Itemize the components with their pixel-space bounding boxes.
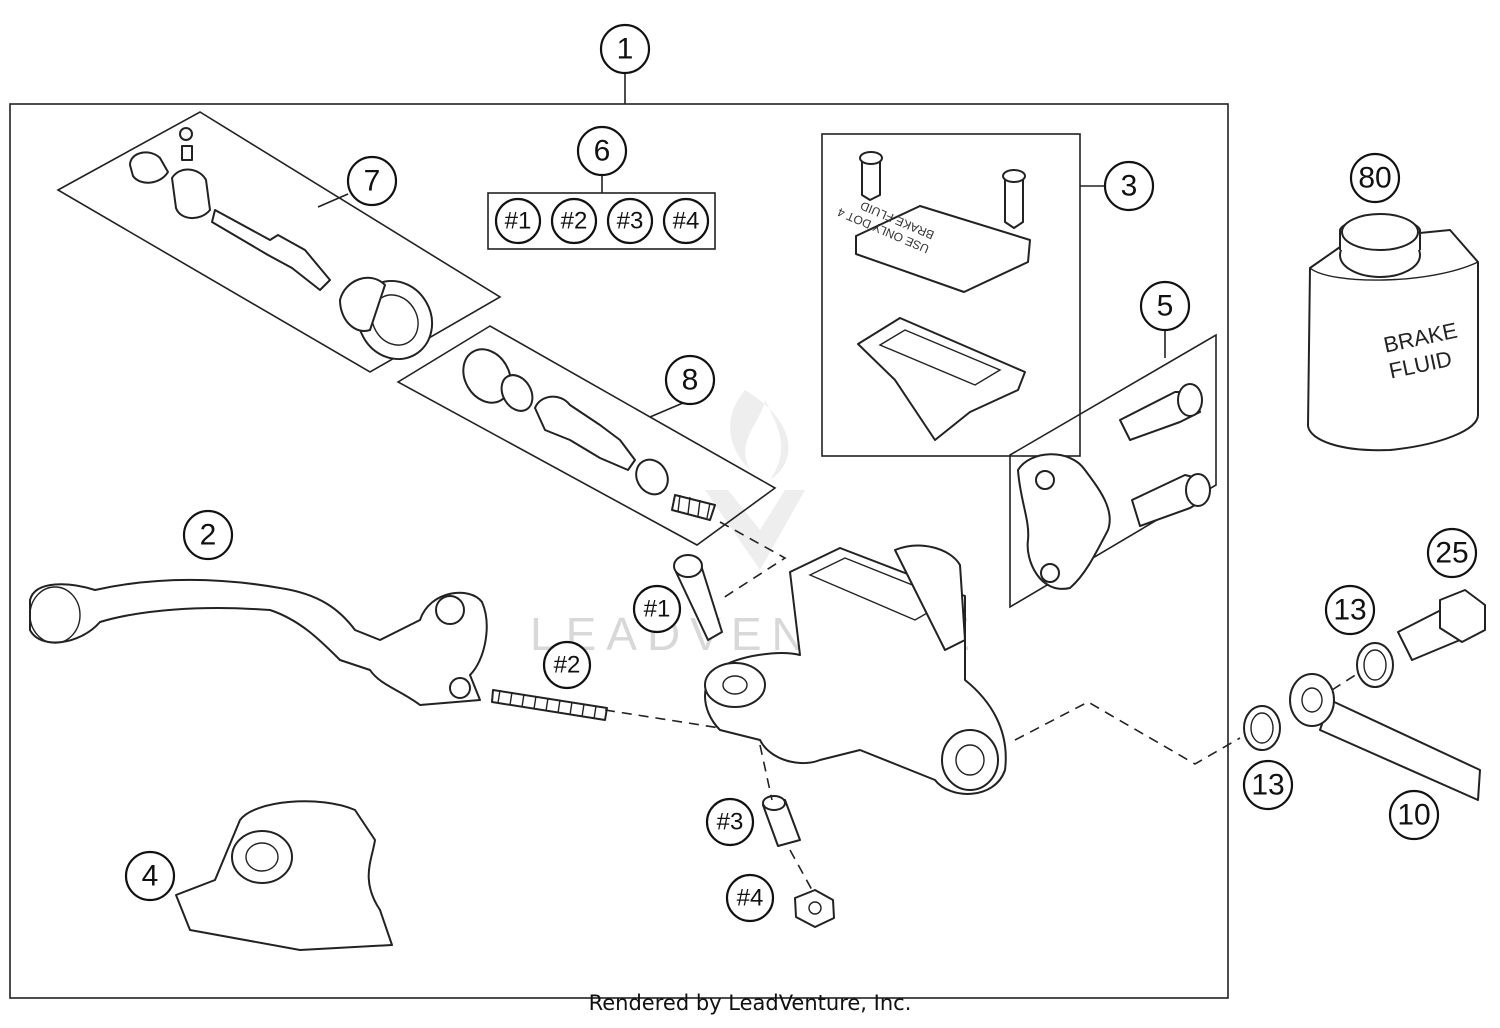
callout-7-leader (317, 193, 349, 208)
callout-80: 80 (1349, 152, 1401, 204)
callout-10: 10 (1388, 789, 1440, 841)
kit-item-2 (550, 197, 598, 245)
callout-6: 6 (576, 125, 628, 177)
sub-callout-2-label: #2 (554, 652, 581, 679)
callout-3: 3 (1103, 160, 1155, 212)
assembly-line-nut (789, 849, 813, 891)
washer-lower (1243, 705, 1281, 751)
clamp-set (1017, 383, 1211, 590)
kit-item-4 (662, 197, 710, 245)
callout-5-label: 5 (1157, 290, 1174, 323)
banjo-bolt (1397, 589, 1486, 661)
sub-callout-4: #4 (725, 873, 775, 923)
reservoir-cover-set: USE ONLY DOT 4 BRAKE FLUID (835, 151, 1031, 441)
group-8-frame (396, 325, 777, 546)
assembly-line-piston (719, 521, 787, 601)
washer-lower-inner (1250, 712, 1274, 744)
callout-80-label: 80 (1358, 162, 1391, 195)
callout-25: 25 (1426, 527, 1478, 579)
sub-callout-1-label: #1 (644, 596, 671, 623)
kit-item-2-label: #2 (561, 208, 588, 235)
sleeve (762, 795, 801, 847)
kit-6-items: #1 #2 #3 #4 (494, 197, 710, 245)
watermark-logo-icon (705, 390, 805, 570)
spring (491, 689, 608, 721)
callout-8: 8 (664, 354, 716, 406)
callout-1-label: 1 (617, 33, 634, 66)
callout-10-label: 10 (1397, 799, 1430, 832)
brake-hose (1289, 673, 1481, 801)
assembly-line-hose (1014, 701, 1241, 765)
callout-7-label: 7 (364, 165, 381, 198)
pivot-bolt (673, 554, 723, 641)
kit-item-3 (606, 197, 654, 245)
callout-25-label: 25 (1435, 537, 1468, 570)
brake-fluid-can: BRAKE FLUID (1307, 213, 1479, 452)
group-7-frame (56, 111, 502, 373)
sub-callout-1: #1 (632, 584, 682, 634)
sub-callout-3-label: #3 (717, 809, 744, 836)
kit-item-3-label: #3 (617, 208, 644, 235)
kit-item-1-label: #1 (505, 208, 532, 235)
kit-item-4-label: #4 (673, 208, 700, 235)
assembly-line-sleeve (759, 744, 773, 801)
nut (794, 889, 835, 928)
washer-upper-inner (1363, 649, 1387, 681)
callout-13-lower-label: 13 (1251, 769, 1284, 802)
callout-13-upper-label: 13 (1333, 594, 1366, 627)
brake-lever (29, 578, 488, 706)
master-cylinder (704, 544, 1007, 795)
sub-callout-4-label: #4 (737, 885, 764, 912)
callout-8-label: 8 (682, 364, 699, 397)
group-5-frame (1009, 333, 1217, 609)
piston-set (462, 348, 716, 521)
washer-upper (1356, 642, 1394, 688)
sub-callout-2: #2 (542, 640, 592, 690)
footer-credit: Rendered by LeadVenture, Inc. (589, 991, 912, 1015)
lever-guard (175, 800, 393, 951)
callout-4: 4 (124, 850, 176, 902)
callout-4-label: 4 (142, 860, 159, 893)
callout-7: 7 (346, 155, 398, 207)
sub-callout-3: #3 (705, 797, 755, 847)
callout-1: 1 (599, 23, 651, 75)
callout-2-label: 2 (200, 519, 217, 552)
callout-6-label: 6 (594, 135, 611, 168)
callout-3-label: 3 (1121, 170, 1138, 203)
pushrod-set (129, 127, 434, 361)
assembly-line-washer (1331, 671, 1361, 691)
assembly-line-spring (604, 709, 721, 729)
kit-item-1 (494, 197, 542, 245)
kit-frame (9, 103, 1229, 999)
callout-5: 5 (1139, 280, 1191, 332)
callout-2: 2 (182, 509, 234, 561)
callout-13-upper: 13 (1324, 584, 1376, 636)
callout-13-lower: 13 (1242, 759, 1294, 811)
group-3-frame (821, 133, 1081, 457)
